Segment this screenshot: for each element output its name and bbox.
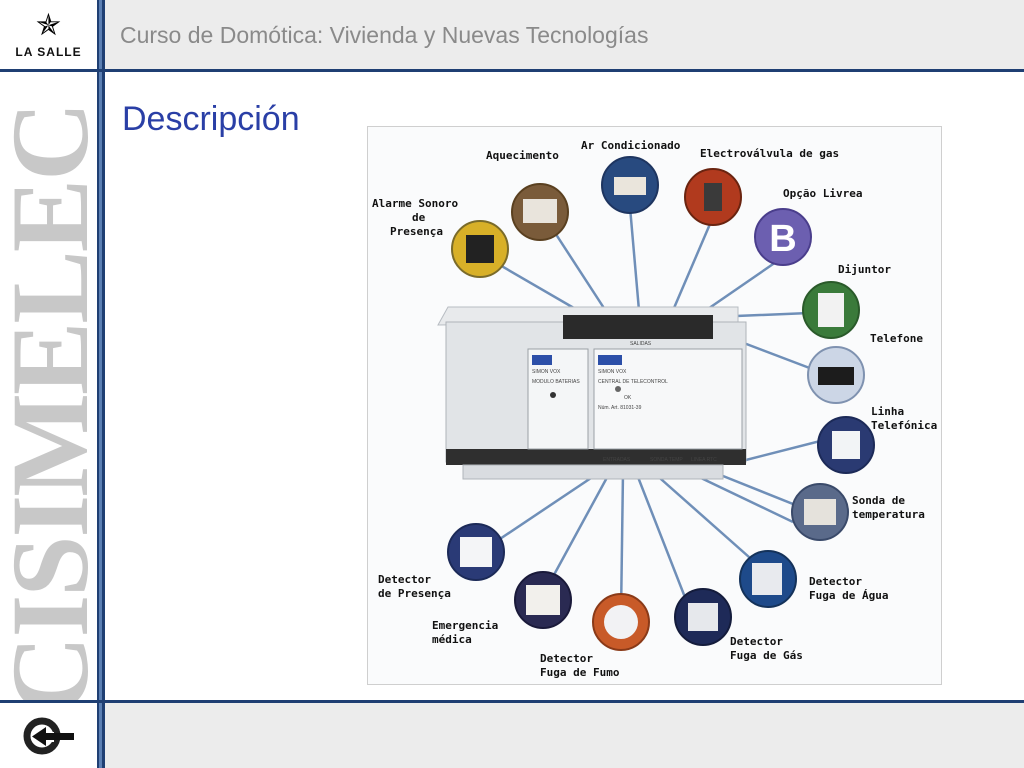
label-fumo-1: Detector <box>540 652 593 665</box>
module-right-label: CENTRAL DE TELECONTROL <box>598 379 668 385</box>
label-sonda-1: Sonda de <box>852 494 905 507</box>
label-ar-condicionado: Ar Condicionado <box>581 139 681 152</box>
vertical-divider <box>97 0 105 768</box>
label-telefone: Telefone <box>870 332 923 345</box>
logo-text: LA SALLE <box>15 45 82 59</box>
label-det-presenca-2: de Presença <box>378 587 451 600</box>
label-alarme-2: de <box>412 211 426 224</box>
label-linha-1: Linha <box>871 405 904 418</box>
bottom-terminal-mid: SONDA TEMP <box>650 457 683 463</box>
module-right-brand: SIMON VOX <box>598 369 627 375</box>
back-arrow-icon[interactable] <box>20 711 78 761</box>
sidebar-vertical-text: CISIMELEC <box>0 103 97 700</box>
option-b-letter: B <box>769 218 796 260</box>
bottom-terminal-left: ENTRADAS <box>603 457 631 463</box>
la-salle-logo: ✯ LA SALLE <box>0 0 97 70</box>
label-linha-2: Telefónica <box>871 419 937 432</box>
label-agua-1: Detector <box>809 575 862 588</box>
label-dijuntor: Dijuntor <box>838 263 891 276</box>
footer-bar <box>105 703 1024 768</box>
label-aquecimento: Aquecimento <box>486 149 559 162</box>
header-bar: Curso de Domótica: Vivienda y Nuevas Tec… <box>105 0 1024 70</box>
label-opcao-livre: Opção Livrea <box>783 187 862 200</box>
module-right-ok: OK <box>624 395 632 401</box>
label-agua-2: Fuga de Água <box>809 589 888 602</box>
module-right-ref: Núm. Art. 81031-39 <box>598 405 642 411</box>
device-labels: Aquecimento Ar Condicionado Electroválvu… <box>372 139 937 679</box>
label-gas-1: Detector <box>730 635 783 648</box>
label-fumo-2: Fuga de Fumo <box>540 666 620 679</box>
course-title: Curso de Domótica: Vivienda y Nuevas Tec… <box>120 22 649 48</box>
label-alarme-1: Alarme Sonoro <box>372 197 458 210</box>
top-terminal-label: SALIDAS <box>630 341 652 347</box>
control-unit: SIMON VOX MODULO BATERIAS SIMON VOX CENT… <box>437 306 747 480</box>
bottom-terminal-right: LINEA RTC <box>691 457 717 463</box>
slide-title: Descripción <box>122 100 300 138</box>
label-gas-2: Fuga de Gás <box>730 649 803 662</box>
device-icons: B <box>447 156 875 651</box>
option-b-icon <box>754 208 812 266</box>
footer-logo-area <box>0 703 97 768</box>
label-sonda-2: temperatura <box>852 508 925 521</box>
footer-divider <box>0 700 1024 703</box>
left-sidebar: CISIMELEC <box>0 70 97 700</box>
star-icon: ✯ <box>35 9 62 42</box>
module-left-brand: SIMON VOX <box>532 369 561 375</box>
label-electrovalvula: Electroválvula de gas <box>700 147 839 160</box>
domotics-diagram: SIMON VOX MODULO BATERIAS SIMON VOX CENT… <box>367 126 942 685</box>
connection-lines <box>475 206 837 616</box>
label-emergencia-1: Emergencia <box>432 619 498 632</box>
module-left-label: MODULO BATERIAS <box>532 379 580 385</box>
label-emergencia-2: médica <box>432 633 472 646</box>
label-alarme-3: Presença <box>390 225 443 238</box>
label-det-presenca-1: Detector <box>378 573 431 586</box>
header-divider <box>0 69 1024 72</box>
